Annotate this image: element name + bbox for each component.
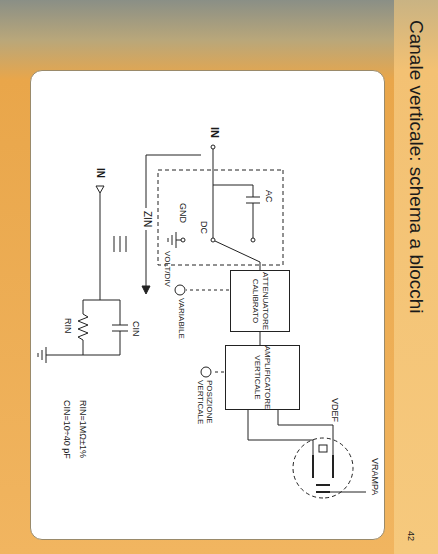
rc-equivalent-circuit xyxy=(38,186,128,363)
wire-part xyxy=(158,170,283,265)
wire-part xyxy=(260,262,261,270)
terminal-label: IN xyxy=(208,127,221,138)
wire-part xyxy=(330,492,366,493)
wire-part xyxy=(100,193,101,300)
wire-part xyxy=(316,491,330,493)
switch-position: GND xyxy=(178,203,188,223)
wire-part xyxy=(46,355,120,356)
wire-part xyxy=(96,186,104,193)
slide-title: Canale verticale: schema a blocchi xyxy=(405,20,427,314)
wire-part xyxy=(83,300,120,301)
wire-part xyxy=(120,300,121,325)
wire-part xyxy=(112,325,128,326)
control-label: VARIABILE xyxy=(177,298,186,339)
page-number: 42 xyxy=(406,531,416,541)
wire-part xyxy=(253,203,254,238)
deflection-wiring xyxy=(248,410,333,455)
wire-part xyxy=(78,300,88,355)
wire-part xyxy=(176,232,177,248)
wire-part xyxy=(246,197,260,198)
wire-part xyxy=(42,350,43,360)
process-box: ATTENUATORE CALIBRATO xyxy=(230,270,290,332)
wire-part xyxy=(114,236,115,252)
wire-part xyxy=(120,331,121,355)
wire-part xyxy=(316,484,330,486)
wire-part xyxy=(176,240,181,241)
wire-part xyxy=(175,285,185,295)
impedance-label: ZIN xyxy=(142,208,154,230)
wire-part xyxy=(251,238,255,242)
impedance-arrow xyxy=(142,155,201,294)
wire-part xyxy=(201,367,211,377)
wire-part xyxy=(212,372,224,373)
crt-symbol xyxy=(293,438,366,498)
switch-position: DC xyxy=(199,221,209,234)
wire-part xyxy=(142,286,150,294)
box-label: AMPLIFICATORE VERTICALE xyxy=(253,346,272,410)
input-wiring xyxy=(158,145,283,270)
box-label: ATTENUATORE CALIBRATO xyxy=(250,272,269,330)
terminal-label: IN xyxy=(95,168,107,178)
wire-part xyxy=(319,445,327,452)
signal-name: VDEF xyxy=(330,398,340,422)
wire-part xyxy=(46,347,47,363)
wire-part xyxy=(278,410,333,455)
signal-connector xyxy=(260,332,261,345)
knob-symbols xyxy=(175,285,229,377)
wire-part xyxy=(293,438,353,498)
wire-part xyxy=(248,410,313,455)
wire-part xyxy=(332,455,334,478)
wire-part xyxy=(38,353,39,357)
component-value: CIN=10÷40 pF xyxy=(62,400,72,459)
control-label: VOLT/DIV xyxy=(163,251,172,287)
wire-part xyxy=(146,155,201,288)
wire-part xyxy=(168,238,169,242)
wire-part xyxy=(181,238,185,242)
equivalent-sign xyxy=(114,236,126,252)
wire-part xyxy=(312,455,314,478)
component-label: CIN xyxy=(131,321,141,337)
wire-part xyxy=(211,238,215,242)
signal-name: VRAMPA xyxy=(370,458,380,495)
wire-part xyxy=(120,236,121,252)
wire-part xyxy=(211,145,215,149)
wire-part xyxy=(215,241,260,262)
wire-part xyxy=(172,235,173,245)
switch-position: AC xyxy=(264,190,274,203)
component-value: RIN=1MΩ±1% xyxy=(78,400,88,458)
wire-part xyxy=(126,236,127,252)
component-label: RIN xyxy=(63,318,73,334)
wire-part xyxy=(213,185,253,197)
wire-part xyxy=(186,290,229,291)
process-box: AMPLIFICATORE VERTICALE xyxy=(225,345,300,410)
wire-part xyxy=(213,149,214,238)
control-label: POSIZIONE VERTICALE xyxy=(196,380,214,438)
